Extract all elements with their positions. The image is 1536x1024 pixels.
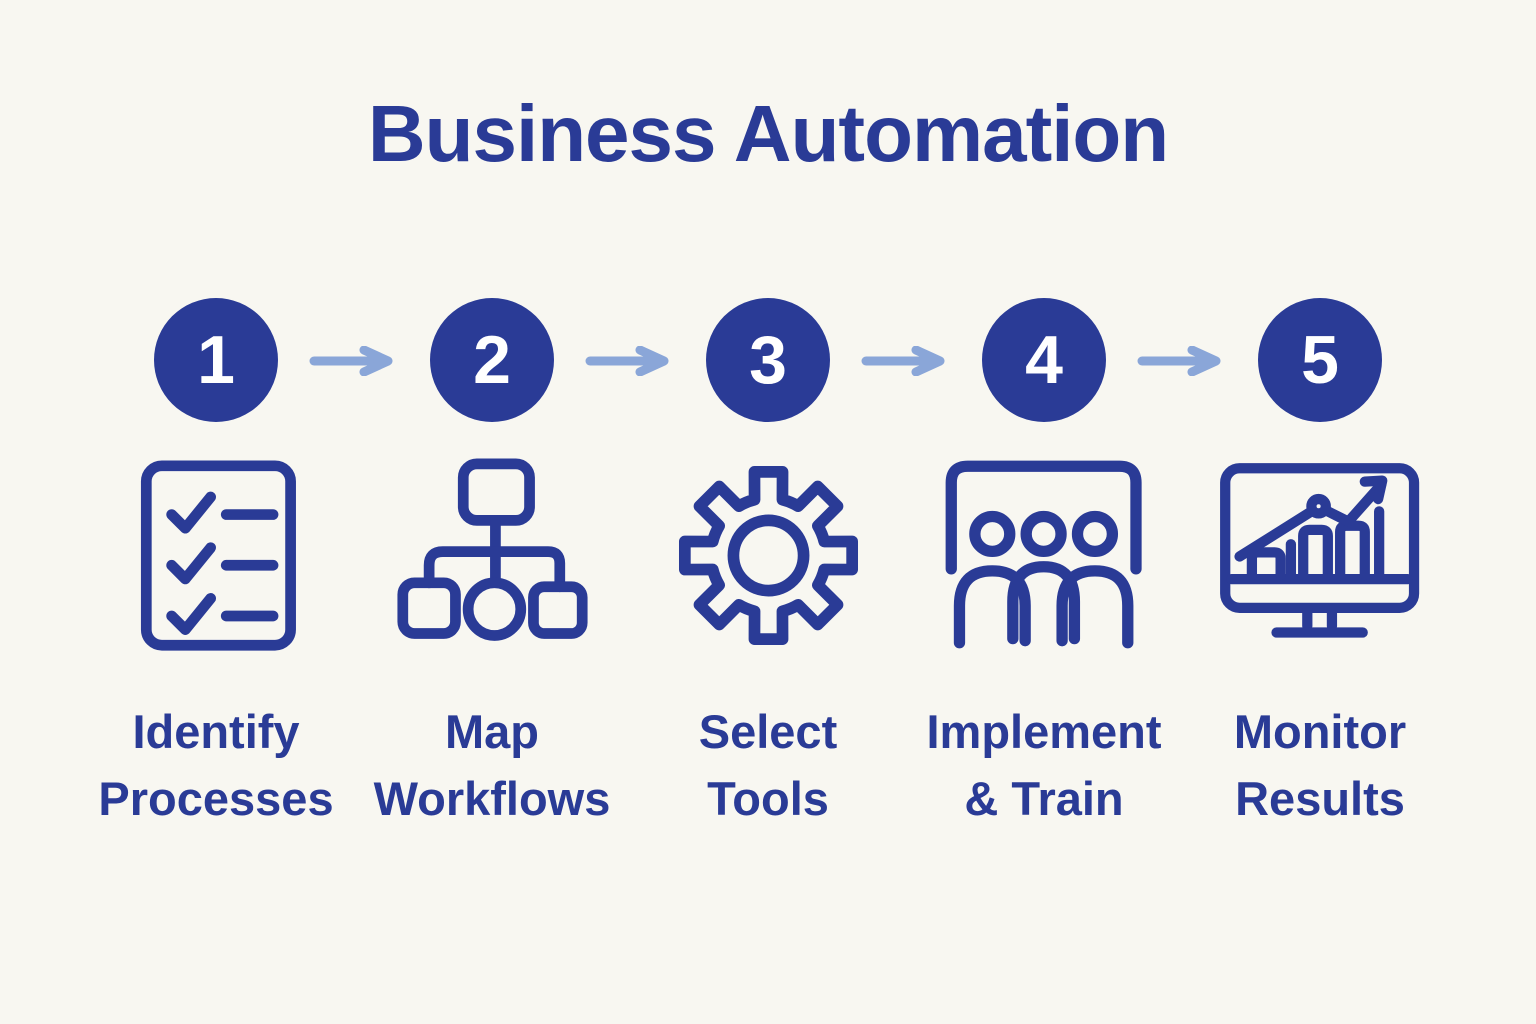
step-number-circle-5: 5 — [1258, 298, 1382, 422]
checklist-icon — [119, 458, 314, 653]
arrow-right-icon — [584, 345, 676, 377]
step-number-1: 1 — [197, 322, 235, 398]
step-number-circle-2: 2 — [430, 298, 554, 422]
monitor-chart-icon — [1217, 458, 1422, 653]
step-number-3: 3 — [749, 322, 787, 398]
step-number-5: 5 — [1301, 322, 1339, 398]
arrow-right-icon — [860, 345, 952, 377]
step-column-4: 4 Implement & Train — [906, 298, 1182, 832]
step-label-3: Select Tools — [698, 705, 838, 825]
step-number-circle-4: 4 — [982, 298, 1106, 422]
step-column-5: 5 M — [1182, 298, 1458, 832]
page-title: Business Automation — [367, 89, 1169, 178]
step-label-5: Monitor Results — [1233, 705, 1407, 825]
team-icon — [941, 458, 1146, 653]
steps-row: 1 Identify Processes 2 — [78, 298, 1458, 832]
step-label-4: Implement & Train — [926, 705, 1162, 825]
step-column-1: 1 Identify Processes — [78, 298, 354, 832]
arrow-right-icon — [1136, 345, 1228, 377]
step-column-2: 2 Map Workflows — [354, 298, 630, 832]
flowchart-icon — [395, 458, 590, 653]
step-label-2: Map Workflows — [373, 705, 611, 825]
gear-icon — [671, 458, 866, 653]
step-label-1: Identify Processes — [98, 705, 334, 825]
step-number-4: 4 — [1025, 322, 1063, 398]
step-column-3: 3 Select Tools — [630, 298, 906, 832]
step-number-circle-1: 1 — [154, 298, 278, 422]
arrow-right-icon — [308, 345, 400, 377]
step-number-circle-3: 3 — [706, 298, 830, 422]
step-number-2: 2 — [473, 322, 511, 398]
